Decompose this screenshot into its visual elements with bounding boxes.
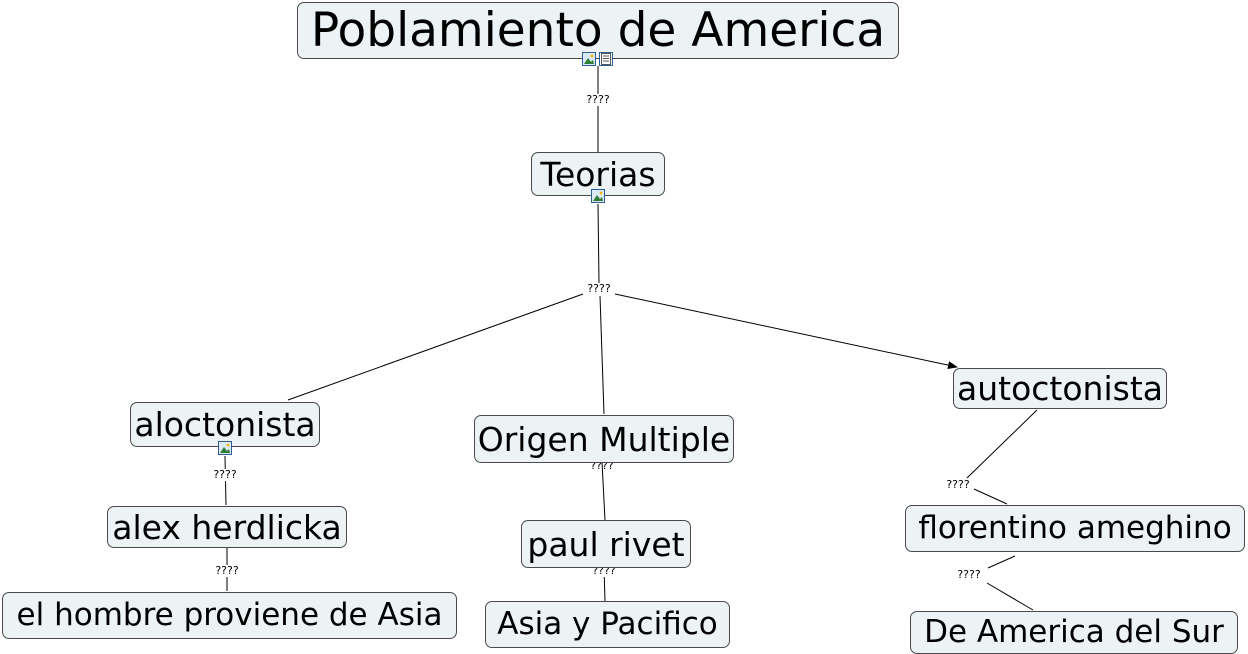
concept-node-paul-rivet[interactable]: paul rivet — [521, 520, 691, 568]
concept-node-origen-multiple[interactable]: Origen Multiple — [474, 415, 734, 463]
link-label-autoctonista-florentino: ???? — [945, 478, 971, 491]
concept-node-asia-pacifico[interactable]: Asia y Pacifico — [485, 601, 730, 648]
link-label-alex-asia: ???? — [214, 564, 240, 577]
connector-teorias-branches — [597, 203, 600, 284]
concept-node-root-label: Poblamiento de America — [310, 3, 886, 58]
concept-node-florentino-ameghino-label: florentino ameghino — [918, 510, 1232, 546]
concept-node-aloctonista-label: aloctonista — [134, 405, 316, 444]
concept-node-teorias-label: Teorias — [540, 154, 656, 194]
concept-node-el-hombre-asia[interactable]: el hombre proviene de Asia — [2, 592, 457, 639]
link-label-aloctonista-alex: ???? — [212, 468, 238, 481]
link-label-teorias-branches: ???? — [586, 282, 612, 295]
concept-node-paul-rivet-label: paul rivet — [527, 524, 685, 564]
concept-node-root[interactable]: Poblamiento de America — [297, 2, 899, 59]
concept-node-aloctonista[interactable]: aloctonista — [130, 402, 320, 447]
concept-node-autoctonista-label: autoctonista — [957, 369, 1163, 408]
connector-branches-autoctonista — [614, 293, 958, 370]
connector-branches-origen-multiple — [599, 295, 605, 415]
concept-node-asia-pacifico-label: Asia y Pacifico — [497, 606, 718, 642]
connector-florentino-sur-a — [987, 555, 1016, 569]
connector-autoctonista-florentino-b — [973, 488, 1008, 505]
link-label-root-teorias: ???? — [585, 93, 611, 106]
connector-florentino-sur-b — [986, 582, 1034, 611]
concept-node-alex-herdlicka-label: alex herdlicka — [112, 507, 342, 547]
image-resource-icon[interactable] — [218, 441, 232, 455]
concept-node-el-hombre-asia-label: el hombre proviene de Asia — [16, 597, 443, 633]
concept-node-america-del-sur-label: De America del Sur — [924, 614, 1224, 650]
concept-node-florentino-ameghino[interactable]: florentino ameghino — [905, 505, 1245, 552]
image-resource-icon[interactable] — [591, 189, 605, 203]
concept-node-autoctonista[interactable]: autoctonista — [953, 368, 1167, 409]
image-resource-icon[interactable] — [582, 52, 596, 66]
connector-origen-paul — [601, 461, 606, 521]
link-label-florentino-sur: ???? — [956, 568, 982, 581]
concept-node-alex-herdlicka[interactable]: alex herdlicka — [107, 506, 347, 548]
concept-node-america-del-sur[interactable]: De America del Sur — [910, 611, 1238, 654]
concept-node-origen-multiple-label: Origen Multiple — [477, 419, 731, 459]
connector-branches-aloctonista — [287, 293, 584, 401]
connector-autoctonista-florentino-a — [966, 409, 1038, 479]
document-resource-icon[interactable] — [599, 52, 613, 66]
